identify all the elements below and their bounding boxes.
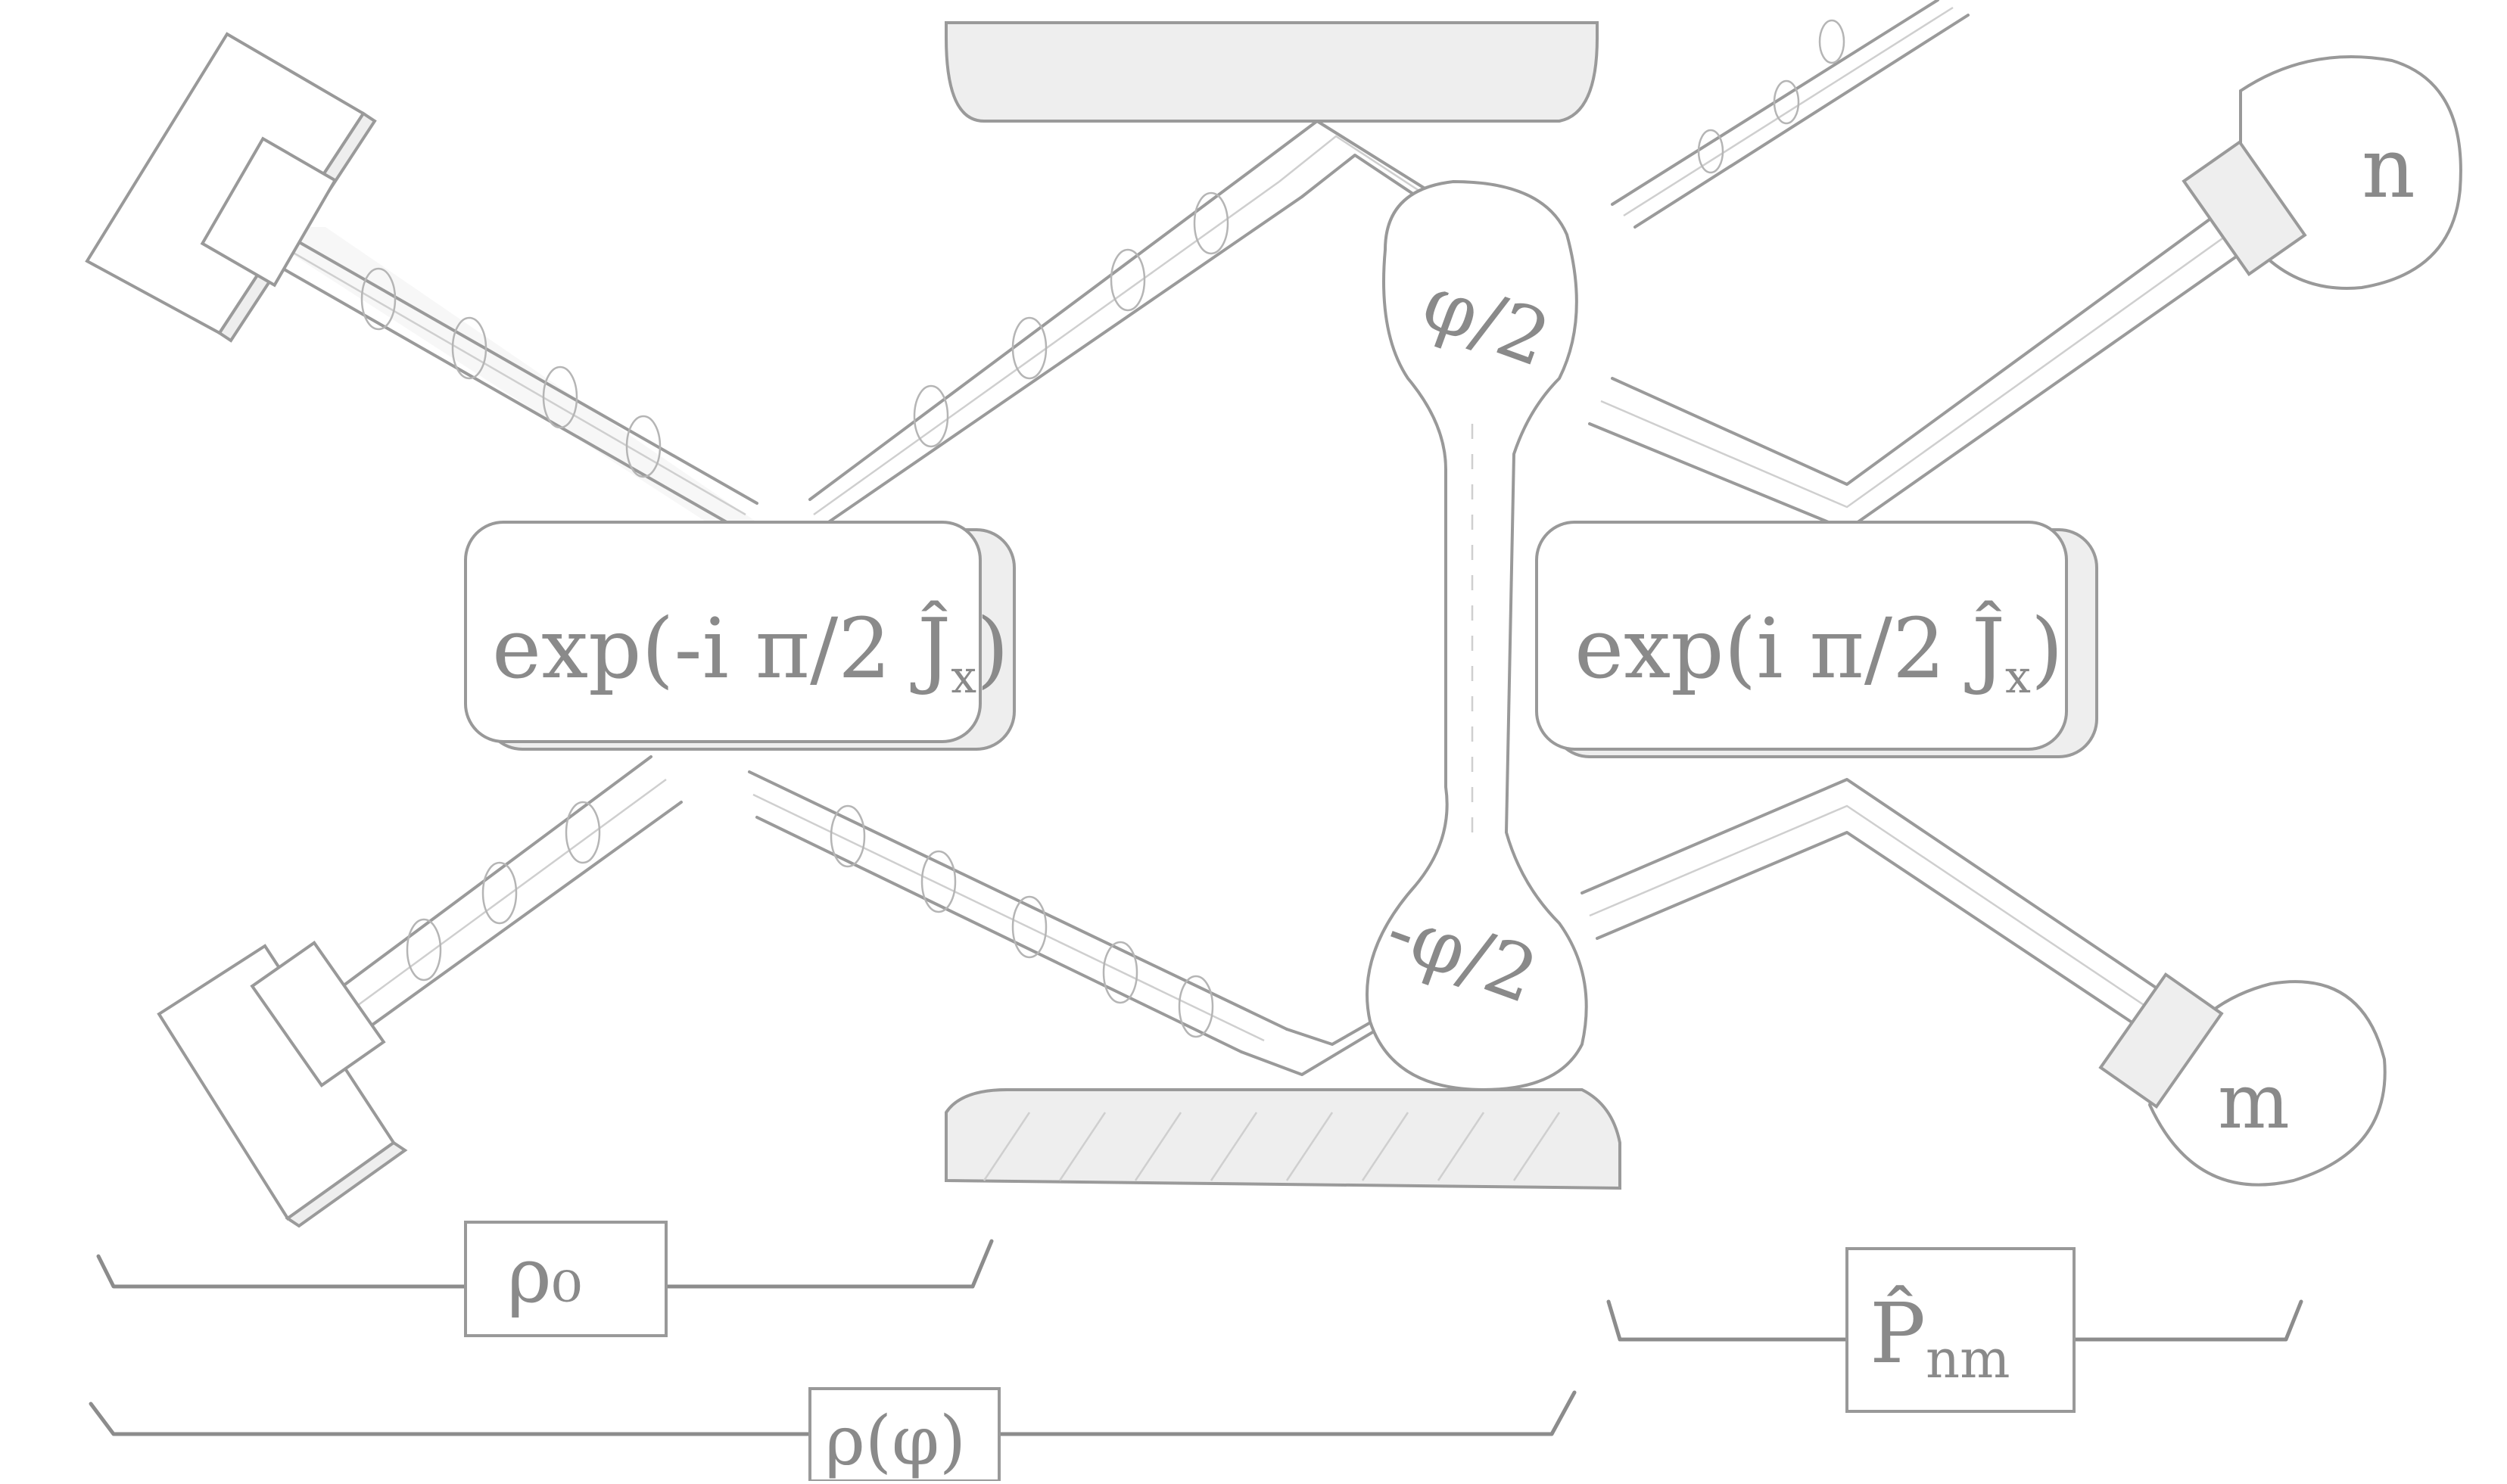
- beam-upper-right: [810, 166, 1302, 530]
- left-operator-subscript: x: [951, 651, 976, 704]
- beam-right-upper: [1590, 197, 2278, 530]
- left-operator-box: exp(-i π/2 Ĵx): [466, 522, 1014, 749]
- detector-top: n: [2184, 57, 2461, 288]
- detector-top-label: n: [2362, 120, 2415, 216]
- beam-right-lower: [1582, 779, 2195, 1044]
- left-operator-text: exp(-i π/2 Ĵ: [492, 599, 951, 697]
- bracket-initial-state: ρ₀: [98, 1222, 992, 1336]
- beam-bottom-mirror: [1241, 1014, 1385, 1075]
- beam-top-mirror-right: [1257, 121, 1438, 201]
- input-beam: [1612, 0, 1968, 227]
- beam-upper-left: [250, 227, 757, 545]
- right-operator-text: exp(i π/2 Ĵ: [1574, 599, 2005, 697]
- beam-lower-right: [749, 772, 1287, 1052]
- svg-text:exp(i π/2 Ĵx): exp(i π/2 Ĵx): [1574, 599, 2063, 704]
- right-operator-box: exp(i π/2 Ĵx): [1537, 522, 2097, 757]
- svg-text:exp(-i π/2 Ĵx): exp(-i π/2 Ĵx): [492, 599, 1009, 704]
- right-operator-subscript: x: [2005, 651, 2031, 704]
- beam-lower-left: [325, 757, 681, 1037]
- state-initial-label: ρ₀: [507, 1231, 582, 1320]
- state-phase-label: ρ(φ): [825, 1402, 966, 1481]
- left-operator-close: ): [976, 600, 1009, 697]
- bracket-projector: P̂nm: [1609, 1249, 2301, 1411]
- right-operator-close: ): [2031, 600, 2063, 697]
- bottom-mirror: [946, 1090, 1620, 1188]
- bracket-phase-state: ρ(φ): [91, 1389, 1574, 1481]
- source-bottom-left: [159, 943, 405, 1226]
- projector-label: P̂: [1870, 1284, 1926, 1382]
- detector-bottom: m: [2101, 975, 2385, 1185]
- projector-subscript: nm: [1926, 1328, 2010, 1390]
- top-mirror: [946, 23, 1597, 121]
- detector-bottom-label: m: [2218, 1057, 2290, 1146]
- source-top-left: [87, 34, 375, 341]
